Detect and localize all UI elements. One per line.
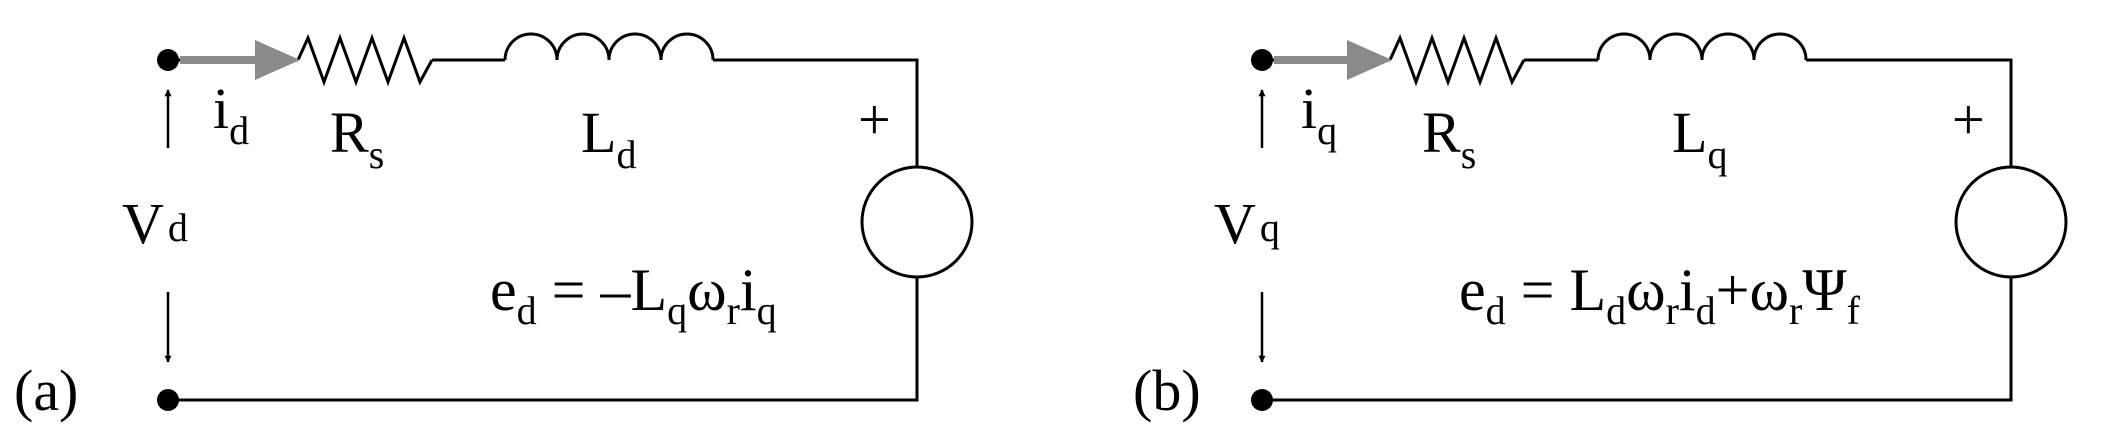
equation-subscript: q (667, 288, 687, 333)
equation-subscript: f (1847, 288, 1861, 333)
equation-term: = –L (537, 257, 668, 323)
circuit-b-current-arrow (1274, 40, 1392, 80)
panel-label-b: (b) (1133, 358, 1201, 423)
circuit-b-wires (1262, 32, 2068, 402)
circuit-b-inductor-label: Lq (1672, 100, 1727, 177)
circuit-a-polarity-plus: + (858, 87, 891, 152)
equation-term: = L (1506, 257, 1607, 323)
circuit-a-emf-equation: ed = –Lqωriq (490, 257, 777, 333)
panel-label-a: (a) (14, 358, 78, 423)
equation-subscript: d (1696, 288, 1716, 333)
equation-term: i (740, 257, 757, 323)
equation-subscript: r (1789, 288, 1802, 333)
circuit-b-emf-equation: ed = Ldωrid+ωrΨf (1459, 257, 1861, 333)
equation-subscript: q (757, 288, 777, 333)
equation-term: e (490, 257, 517, 323)
equation-subscript: d (1606, 288, 1626, 333)
equation-term: +ω (1716, 257, 1789, 323)
circuit-b-voltage-source (1954, 165, 2068, 279)
circuit-a-voltage-source (860, 165, 974, 279)
equation-term: i (1679, 257, 1696, 323)
equation-term: e (1459, 257, 1486, 323)
circuit-b-terminal-top (1251, 49, 1273, 71)
equation-subscript: d (517, 288, 537, 333)
circuit-b-terminal-bottom (1251, 389, 1273, 411)
circuit-a-wires (168, 32, 974, 402)
circuit-b-resistor-symbol (1388, 33, 1526, 87)
circuit-a-resistor-symbol (296, 33, 434, 87)
circuit-b-polarity-plus: + (1952, 87, 1985, 152)
equation-subscript: d (1486, 288, 1506, 333)
circuit-a-terminal-top (157, 49, 179, 71)
circuit-b-inductor-symbol (1596, 32, 1808, 61)
circuit-a-current-label: id (213, 76, 249, 153)
equation-term: ω (687, 257, 727, 323)
equation-subscript: r (727, 288, 740, 333)
circuit-b-current-label: iq (1301, 76, 1337, 153)
equation-subscript: r (1666, 288, 1679, 333)
equation-term: ω (1626, 257, 1666, 323)
circuit-a-current-arrow (180, 40, 300, 80)
circuit-a-inductor-label: Ld (581, 100, 636, 177)
circuit-a-inductor-symbol (503, 32, 715, 61)
circuit-a-terminal-bottom (157, 389, 179, 411)
equation-term: Ψ (1802, 257, 1847, 323)
circuit-b-resistor-label: Rs (1422, 100, 1476, 177)
circuit-a-resistor-label: Rs (330, 100, 384, 177)
